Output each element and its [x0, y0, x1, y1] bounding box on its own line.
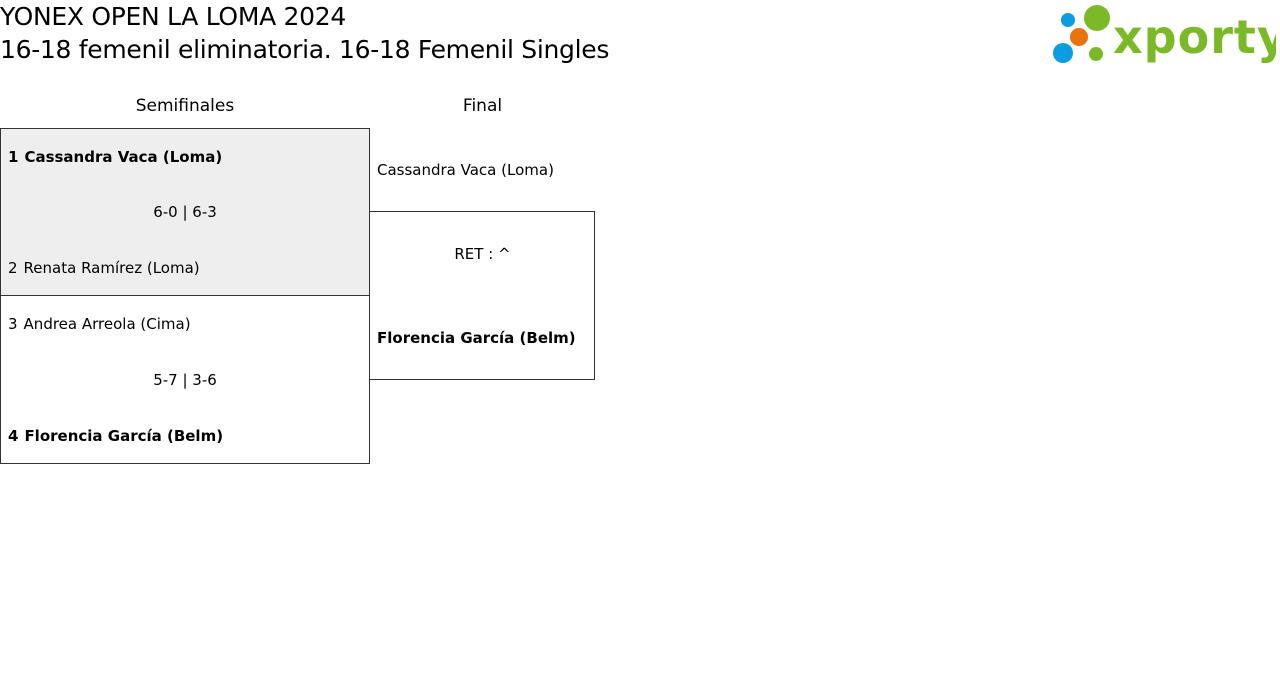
final-score: RET : ^	[454, 245, 511, 263]
semifinal-1-top-player[interactable]: 1 Cassandra Vaca (Loma)	[8, 148, 222, 166]
semifinal-2-score: 5-7 | 3-6	[153, 371, 217, 389]
player-name: Florencia García (Belm)	[24, 427, 224, 445]
tournament-title: YONEX OPEN LA LOMA 2024	[0, 2, 346, 31]
final-top-player[interactable]: Cassandra Vaca (Loma)	[377, 161, 554, 179]
final-match[interactable]	[369, 211, 595, 380]
player-name: Florencia García (Belm)	[377, 329, 576, 347]
round-label-final: Final	[462, 96, 503, 116]
xporty-logo[interactable]: xporty	[1050, 2, 1276, 68]
player-name: Cassandra Vaca (Loma)	[24, 148, 223, 166]
semifinal-1-bottom-player[interactable]: 2 Renata Ramírez (Loma)	[8, 259, 200, 277]
player-name: Cassandra Vaca (Loma)	[377, 161, 554, 179]
semifinal-match-2[interactable]	[0, 295, 370, 464]
semifinal-2-top-player[interactable]: 3 Andrea Arreola (Cima)	[8, 315, 191, 333]
seed-number: 4	[8, 427, 19, 445]
semifinal-2-bottom-player[interactable]: 4 Florencia García (Belm)	[8, 427, 223, 445]
semifinal-match-1[interactable]	[0, 128, 370, 296]
logo-wordmark: xporty	[1113, 10, 1276, 64]
player-name: Andrea Arreola (Cima)	[23, 315, 191, 333]
semifinal-1-score: 6-0 | 6-3	[153, 203, 217, 221]
draw-subtitle: 16-18 femenil eliminatoria. 16-18 Femeni…	[0, 35, 610, 64]
seed-number: 2	[8, 259, 18, 277]
seed-number: 1	[8, 148, 19, 166]
round-label-semifinales: Semifinales	[135, 96, 235, 116]
player-name: Renata Ramírez (Loma)	[23, 259, 200, 277]
seed-number: 3	[8, 315, 18, 333]
final-bottom-player[interactable]: Florencia García (Belm)	[377, 329, 576, 347]
